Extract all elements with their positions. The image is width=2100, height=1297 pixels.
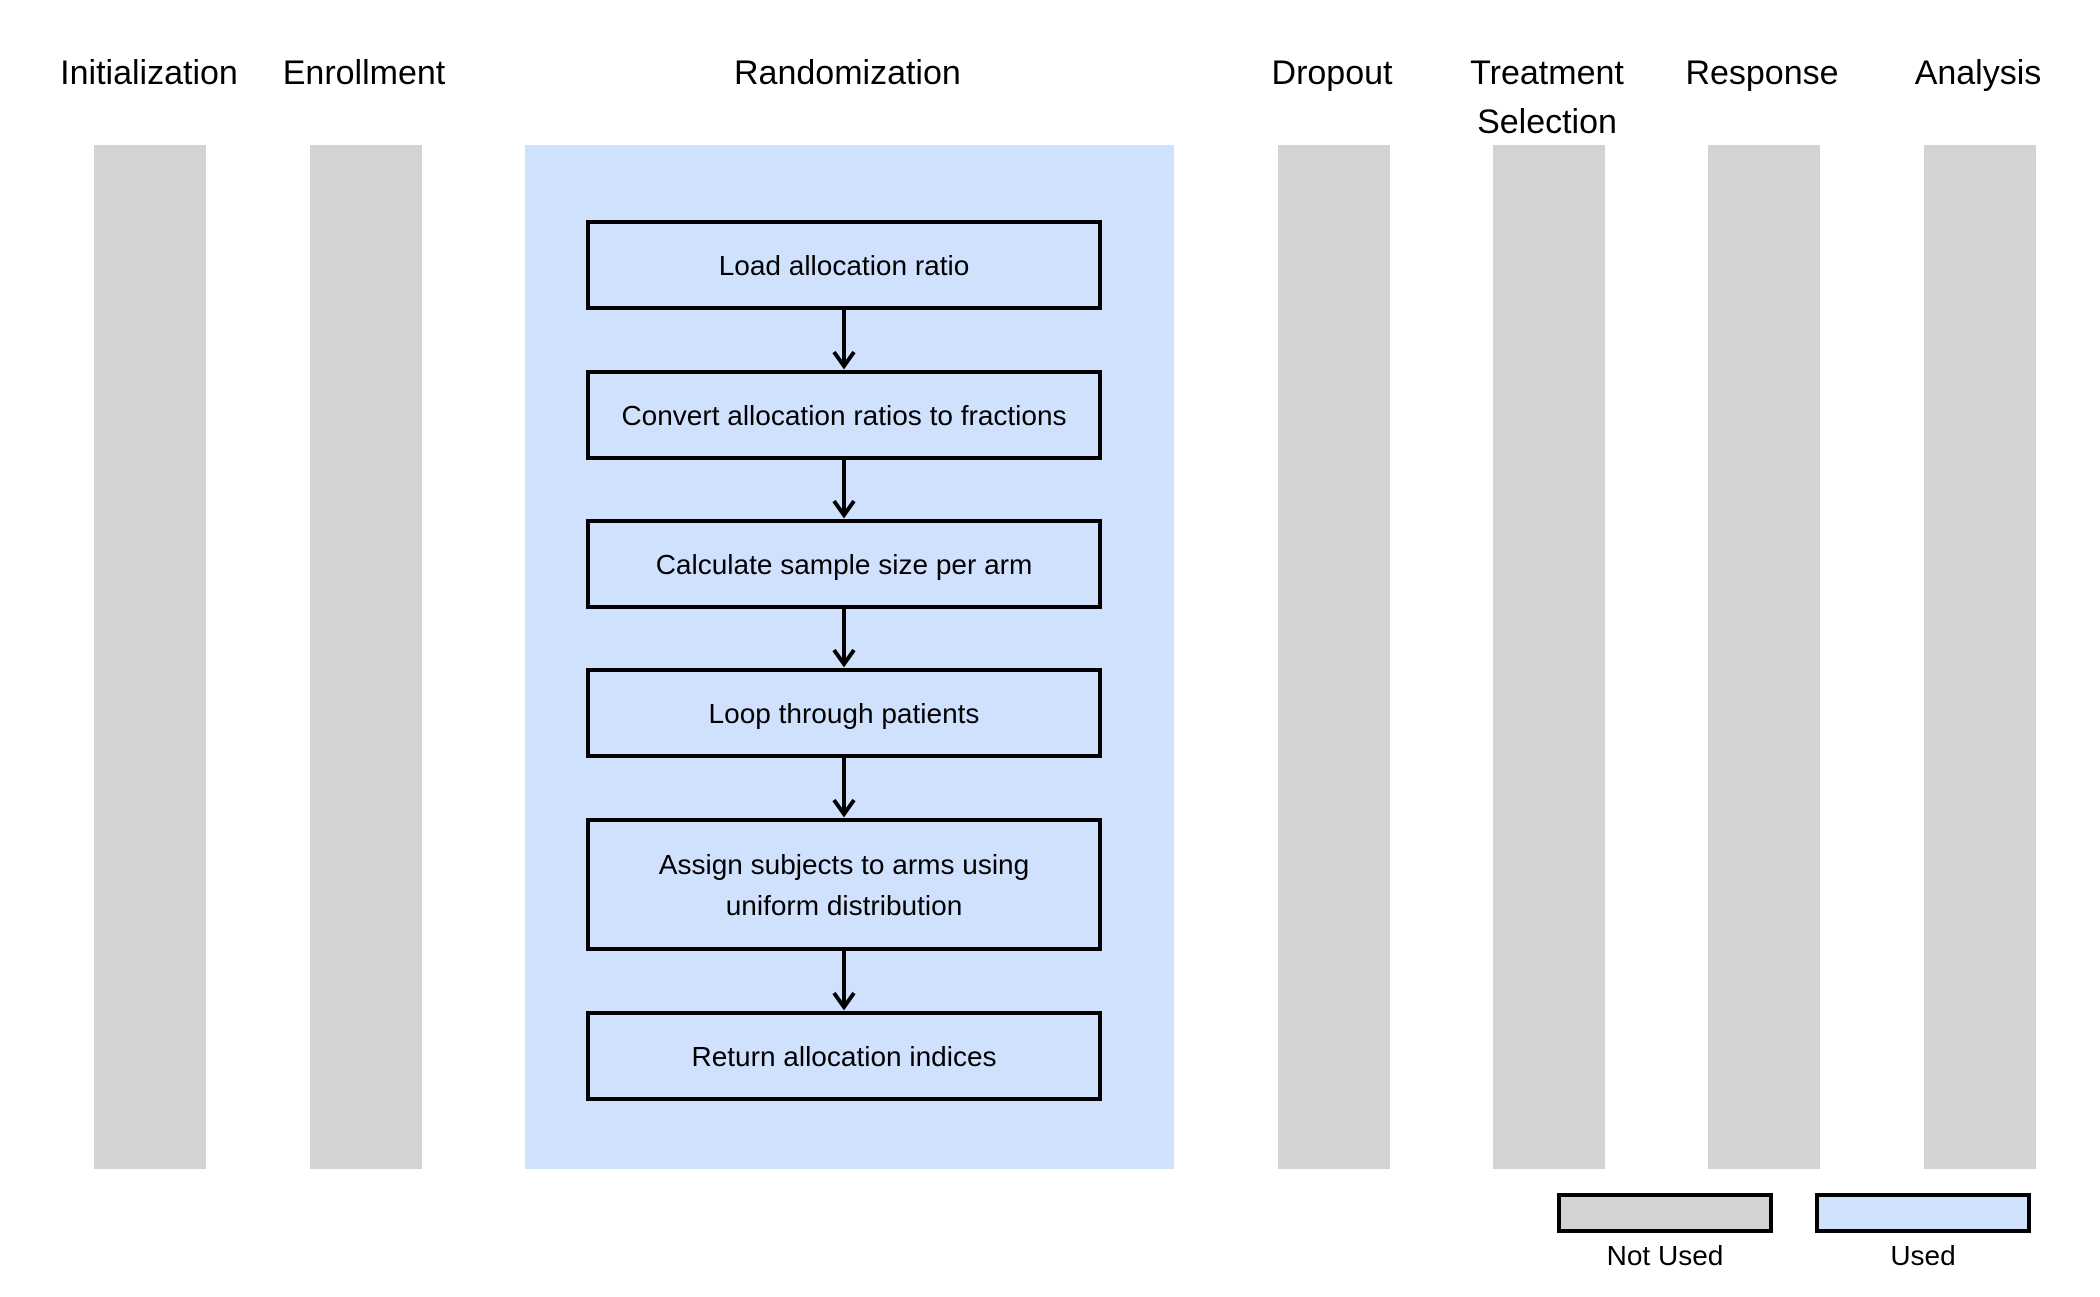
- flow-arrow: [832, 310, 856, 370]
- column-title-randomization: Randomization: [734, 49, 961, 98]
- column-bar-enrollment: [310, 145, 422, 1169]
- column-title-line: Selection: [1477, 103, 1617, 141]
- column-bar-dropout: [1278, 145, 1390, 1169]
- step-text: Load allocation ratio: [718, 249, 970, 281]
- column-bar-analysis: [1924, 145, 2036, 1169]
- column-title-analysis: Analysis: [1868, 49, 2088, 98]
- step-text: Loop through patients: [708, 697, 980, 729]
- arrow-head-icon: [832, 648, 856, 668]
- arrow-head-icon: [832, 350, 856, 370]
- flow-arrow: [832, 609, 856, 668]
- step-loop-through-patients: Loop through patients: [586, 668, 1102, 758]
- step-return-allocation-indices: Return allocation indices: [586, 1011, 1102, 1101]
- column-title-treatment-selection: Treatment Selection: [1437, 49, 1657, 147]
- column-title-enrollment: Enrollment: [254, 49, 474, 98]
- column-title-response: Response: [1652, 49, 1872, 98]
- column-bar-treatment-selection: [1493, 145, 1605, 1169]
- column-title-line: Analysis: [1914, 54, 2042, 92]
- step-text: Convert allocation ratios to fractions: [621, 399, 1067, 431]
- column-bar-initialization: [94, 145, 206, 1169]
- arrow-head-icon: [832, 991, 856, 1011]
- column-title-line: Initialization: [60, 54, 238, 92]
- legend-label-used: Used: [1890, 1240, 1956, 1271]
- arrow-head-icon: [832, 499, 856, 519]
- column-title-dropout: Dropout: [1222, 49, 1442, 98]
- column-title-line: Dropout: [1271, 54, 1393, 92]
- column-bar-response: [1708, 145, 1820, 1169]
- column-title-line: Response: [1685, 54, 1839, 92]
- arrow-head-icon: [832, 798, 856, 818]
- column-title-initialization: Initialization: [39, 49, 259, 98]
- legend-label-not-used: Not Used: [1606, 1240, 1724, 1271]
- step-text: Calculate sample size per arm: [655, 548, 1033, 580]
- step-calculate-sample-size: Calculate sample size per arm: [586, 519, 1102, 609]
- legend-swatch-not-used: [1557, 1193, 1773, 1233]
- step-assign-subjects: Assign subjects to arms using uniform di…: [586, 818, 1102, 951]
- flow-arrow: [832, 758, 856, 818]
- step-load-allocation-ratio: Load allocation ratio: [586, 220, 1102, 310]
- step-text: Return allocation indices: [691, 1040, 997, 1072]
- flow-arrow: [832, 460, 856, 519]
- step-text: uniform distribution: [725, 889, 963, 921]
- column-title-line: Randomization: [734, 54, 961, 92]
- column-title-line: Enrollment: [282, 54, 446, 92]
- column-title-line: Treatment: [1470, 54, 1624, 92]
- flow-arrow: [832, 951, 856, 1011]
- step-convert-ratios-to-fractions: Convert allocation ratios to fractions: [586, 370, 1102, 460]
- step-text: Assign subjects to arms using: [658, 848, 1030, 880]
- legend-swatch-used: [1815, 1193, 2031, 1233]
